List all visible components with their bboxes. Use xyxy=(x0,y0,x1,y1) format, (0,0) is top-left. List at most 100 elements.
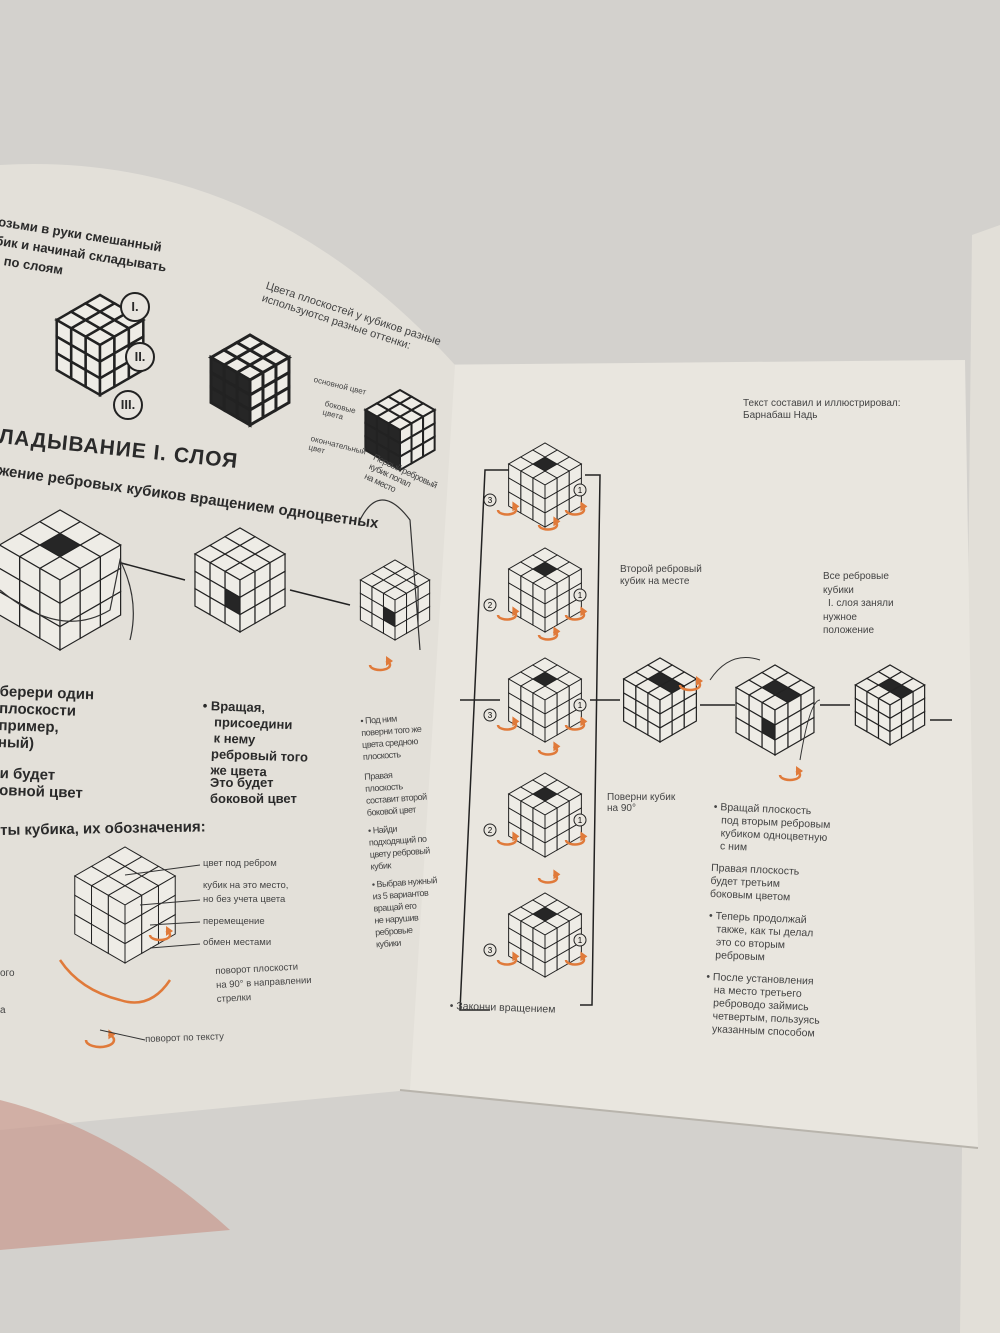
cube-cell xyxy=(735,716,750,742)
cube-cell xyxy=(646,657,674,673)
rotation-arrow-icon xyxy=(564,831,588,846)
cube-cell xyxy=(508,941,522,964)
cube-cell xyxy=(223,527,257,547)
caption-line: положение xyxy=(823,625,875,636)
cube-cell xyxy=(269,587,286,616)
cube-cell xyxy=(508,491,522,514)
flow-cube-4 xyxy=(507,772,583,858)
edge-cube xyxy=(193,527,287,634)
step-number-badge: 1 xyxy=(573,698,587,712)
cube-cell xyxy=(194,587,211,616)
cube-cell xyxy=(854,710,868,733)
second-edge-caption: Второй ребровый кубик на месте xyxy=(620,564,702,587)
leader-line xyxy=(139,899,201,906)
cube-cell xyxy=(531,547,559,563)
credit-author: Барнабаш Надь xyxy=(743,409,818,421)
cube-cell xyxy=(531,892,559,908)
cube-cell xyxy=(800,716,815,742)
hand-drawing xyxy=(359,499,421,651)
step1-text: берери один плоскости пример, ный) xyxy=(0,683,94,754)
step-number-badge: 1 xyxy=(573,933,587,947)
flow-cube-2 xyxy=(507,547,583,633)
step-number-badge: 3 xyxy=(483,708,497,722)
step-number-badge: 3 xyxy=(483,943,497,957)
rotation-arrow-icon xyxy=(537,516,561,531)
svg-text:3: 3 xyxy=(488,711,493,720)
step-line: боковой цвет xyxy=(210,791,297,806)
turned-cube xyxy=(622,657,698,744)
caption-line: на 90° xyxy=(607,803,636,814)
cube-cell xyxy=(107,846,143,867)
svg-text:1: 1 xyxy=(578,936,583,945)
leader-line xyxy=(149,921,201,926)
rotation-arrow-icon xyxy=(564,951,588,966)
cube-cell xyxy=(508,821,522,844)
cube-cell xyxy=(912,710,926,733)
bottom-view-cube xyxy=(363,388,437,472)
rotation-arrow-icon xyxy=(678,676,703,692)
flow-cube-1 xyxy=(507,442,583,528)
step-number-badge: 1 xyxy=(573,588,587,602)
caption-line: Второй ребровый xyxy=(620,564,702,575)
cube-cell xyxy=(508,706,522,729)
svg-text:2: 2 xyxy=(488,826,493,835)
rotation-arrow-icon xyxy=(564,606,588,621)
legend-title: ты кубика, их обозначения: xyxy=(0,818,206,839)
leader-line xyxy=(149,943,201,949)
hand-cube xyxy=(734,664,816,757)
rotation-arrow-icon xyxy=(537,869,561,884)
cube-cell xyxy=(359,605,373,628)
solved-layer-cube xyxy=(854,664,926,747)
legend-list: цвет под ребром кубик на это место, но б… xyxy=(203,857,288,951)
turn-cube-caption: Поверни кубик на 90° xyxy=(607,792,675,814)
cube-cell xyxy=(209,384,226,413)
layer-label-2: II. xyxy=(125,342,155,372)
rotation-arrow-icon xyxy=(537,626,561,641)
legend-item: но без учета цвета xyxy=(203,894,286,905)
cube-cell xyxy=(274,384,291,413)
rotation-arrow-icon xyxy=(564,501,588,516)
layer-label-1: I. xyxy=(120,292,150,322)
cube-cell xyxy=(623,705,637,730)
caption-line: Все ребровые xyxy=(823,571,889,582)
step-number-badge: 3 xyxy=(483,493,497,507)
finger-blur xyxy=(0,1100,230,1250)
cube-cell xyxy=(422,434,436,459)
cube-cell xyxy=(38,509,82,535)
svg-text:1: 1 xyxy=(578,591,583,600)
caption-line: Поверни кубик xyxy=(607,792,676,803)
svg-text:3: 3 xyxy=(488,946,493,955)
svg-text:1: 1 xyxy=(578,486,583,495)
rotation-arrow-icon xyxy=(778,766,803,782)
hand-drawing xyxy=(0,558,134,641)
svg-text:1: 1 xyxy=(578,701,583,710)
rotation-arrow-icon xyxy=(564,716,588,731)
step-line: овной цвет xyxy=(0,781,84,802)
cut-label: а xyxy=(0,1005,6,1016)
step2-text: • Вращая, присоедини к нему ребровый тог… xyxy=(200,698,310,782)
step-line: Это будет xyxy=(210,775,274,790)
legend-item: кубик на это место, xyxy=(203,879,289,891)
cube-cell xyxy=(877,664,903,680)
notation-cube xyxy=(73,846,177,964)
rotation-note: поворот плоскости на 90° в направлении с… xyxy=(215,960,313,1007)
cube-cell xyxy=(531,657,559,673)
cube-cell xyxy=(234,333,266,352)
step-number-badge: 2 xyxy=(483,598,497,612)
caption-line: кубик на месте xyxy=(620,575,690,587)
hand-held-cube xyxy=(0,509,122,652)
step-number-badge: 1 xyxy=(573,483,587,497)
step-number-badge: 2 xyxy=(483,823,497,837)
cube-cell xyxy=(760,664,790,681)
legend-item: перемещение xyxy=(203,915,265,927)
rotation-arrow-icon xyxy=(537,741,561,756)
rotation-arrow-icon xyxy=(496,501,520,516)
caption-line: нужное xyxy=(823,611,857,623)
cube-cell xyxy=(83,293,117,314)
